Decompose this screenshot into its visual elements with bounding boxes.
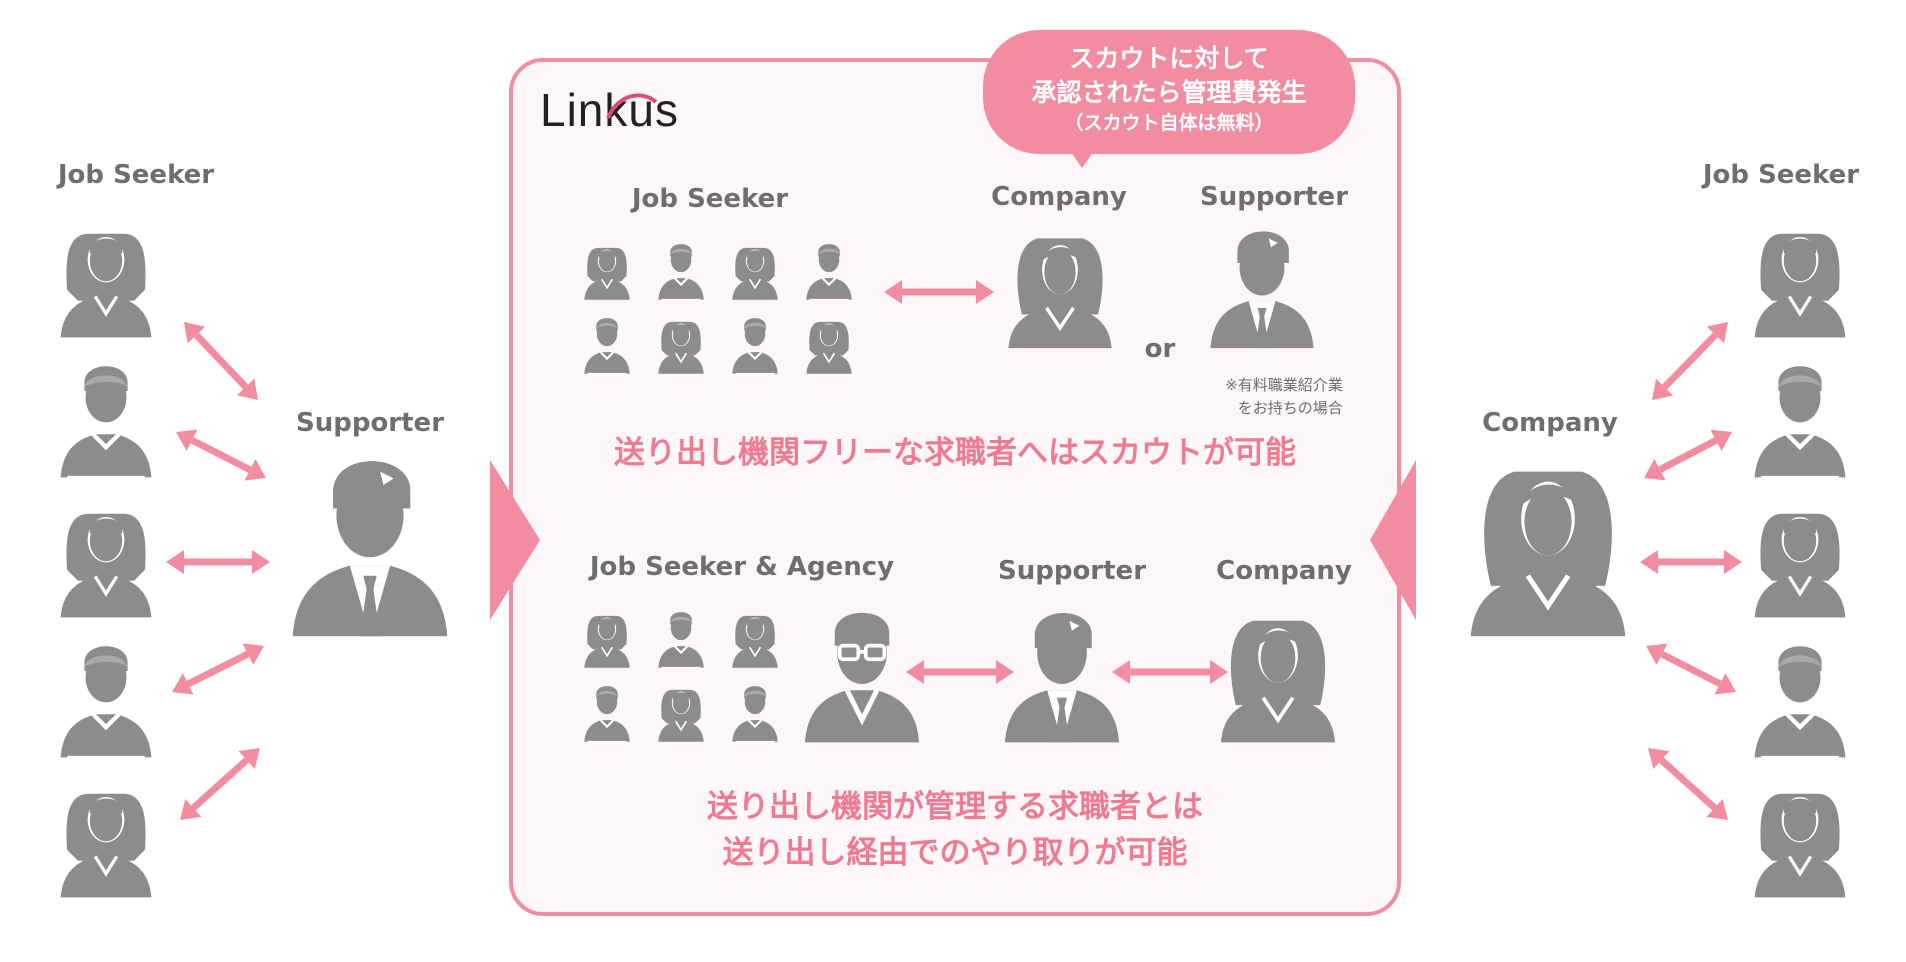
bubble-line3: （スカウト自体は無料） (1064, 112, 1274, 134)
bubble-tail (1068, 148, 1096, 168)
bubble-line1: スカウトに対して (1069, 44, 1269, 73)
double-arrow-icon (180, 748, 260, 820)
triangle-arrow-icon (1370, 460, 1416, 620)
bottom-caption-line1: 送り出し機関が管理する求職者とは (707, 789, 1203, 825)
bottom-supporter-label: Supporter (997, 556, 1147, 586)
double-arrow-icon (166, 550, 270, 574)
double-arrow-icon (1652, 322, 1728, 400)
right-job-seeker-label: Job Seeker (1702, 160, 1860, 190)
female-user-icon (658, 689, 704, 742)
female-user-icon (584, 247, 630, 300)
double-arrow-icon (884, 280, 994, 304)
male-user-icon (732, 318, 778, 375)
linkus-logo-text: Linkus (540, 84, 679, 136)
top-job-seeker-label: Job Seeker (631, 184, 789, 214)
note-line1: ※有料職業紹介業 (1225, 376, 1343, 394)
male-user-icon (1754, 366, 1846, 480)
right-company-label: Company (1482, 408, 1618, 438)
double-arrow-icon (1112, 660, 1228, 684)
female-user-icon (60, 233, 152, 338)
male-user-icon (806, 244, 852, 301)
bottom-caption: 送り出し機関が管理する求職者とは 送り出し経由でのやり取りが可能 (707, 784, 1203, 876)
male-user-icon (60, 646, 152, 760)
businesswoman-icon (1470, 471, 1626, 637)
female-user-icon (584, 615, 630, 668)
bottom-company-label: Company (1216, 556, 1352, 586)
job-seeker-agency-label: Job Seeker & Agency (589, 552, 895, 582)
bottom-caption-line2: 送り出し経由でのやり取りが可能 (722, 835, 1188, 871)
double-arrow-icon (906, 660, 1014, 684)
glasses-man-icon (804, 612, 920, 743)
double-arrow-icon (1648, 748, 1728, 820)
male-user-icon (584, 318, 630, 375)
businessman-icon (292, 461, 448, 637)
female-user-icon (806, 321, 852, 374)
double-arrow-icon (172, 643, 264, 695)
linkus-logo: Linkus (540, 84, 679, 136)
double-arrow-icon (184, 322, 258, 400)
male-user-icon (584, 686, 630, 743)
triangle-arrow-icon (490, 460, 540, 620)
bubble-line2: 承認されたら管理費発生 (1031, 78, 1307, 107)
male-user-icon (1754, 646, 1846, 760)
double-arrow-icon (1640, 550, 1742, 574)
double-arrow-icon (1646, 643, 1736, 695)
female-user-icon (658, 321, 704, 374)
scout-fee-bubble: スカウトに対して 承認されたら管理費発生 （スカウト自体は無料） (983, 30, 1355, 154)
female-user-icon (732, 615, 778, 668)
male-user-icon (658, 612, 704, 669)
male-user-icon (732, 686, 778, 743)
businessman-icon (1004, 613, 1120, 743)
male-user-icon (60, 366, 152, 480)
supporter-note: ※有料職業紹介業 をお持ちの場合 (1225, 374, 1343, 420)
note-line2: をお持ちの場合 (1237, 399, 1343, 417)
female-user-icon (60, 513, 152, 618)
linkus-panel (509, 58, 1401, 916)
top-supporter-label: Supporter (1199, 182, 1349, 212)
businesswoman-icon (1220, 620, 1336, 743)
left-job-seeker-label: Job Seeker (57, 160, 215, 190)
left-supporter-label: Supporter (295, 408, 445, 438)
female-user-icon (1754, 793, 1846, 898)
businesswoman-icon (1008, 238, 1112, 349)
businessman-icon (1210, 231, 1314, 349)
female-user-icon (1754, 513, 1846, 618)
male-user-icon (658, 244, 704, 301)
or-label: or (1144, 334, 1176, 364)
female-user-icon (732, 247, 778, 300)
top-company-label: Company (991, 182, 1127, 212)
top-caption: 送り出し機関フリーな求職者へはスカウトが可能 (614, 435, 1296, 471)
double-arrow-icon (176, 429, 266, 481)
female-user-icon (1754, 233, 1846, 338)
female-user-icon (60, 793, 152, 898)
double-arrow-icon (1644, 429, 1732, 481)
